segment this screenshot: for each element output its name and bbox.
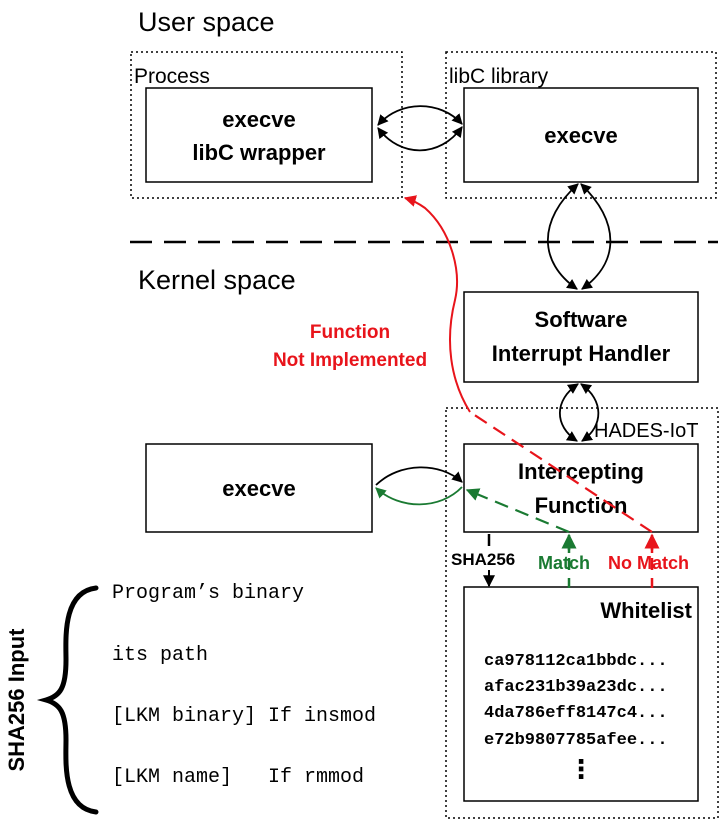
kernel-execve-box	[145, 443, 373, 533]
kernel-execve-label: execve	[222, 476, 295, 501]
handler-intercept-arrow-left	[558, 383, 579, 442]
interrupt-handler-box	[463, 291, 699, 383]
whitelist-hash-2: afac231b39a23dc...	[484, 678, 668, 697]
intercepting-function-box	[463, 443, 699, 533]
libc-library-label: libC library	[449, 65, 549, 88]
hades-iot-label: HADES-IoT	[594, 420, 698, 442]
intercepting-function-line1: Intercepting	[518, 459, 644, 484]
sha256-input-item-3: [LKM binary] If insmod	[112, 705, 376, 728]
wrapper-libc-arrow-bottom	[377, 126, 463, 152]
sha256-input-item-2: its path	[112, 644, 208, 667]
sha256-label: SHA256	[451, 550, 515, 569]
whitelist-hash-4: e72b9807785afee...	[484, 731, 668, 750]
sha256-input-brace	[36, 585, 99, 815]
whitelist-hash-1: ca978112ca1bbdc...	[484, 652, 668, 671]
function-not-implemented-arrow	[403, 195, 471, 413]
process-container	[130, 51, 403, 199]
libc-execve-label: execve	[544, 123, 617, 148]
no-match-label: No Match	[608, 553, 689, 573]
wrapper-libc-arrow-top	[377, 105, 463, 126]
process-label: Process	[134, 65, 210, 88]
whitelist-title: Whitelist	[600, 598, 692, 623]
interrupt-handler-line2: Interrupt Handler	[492, 341, 671, 366]
libc-wrapper-box	[145, 87, 373, 183]
user-space-label: User space	[138, 7, 275, 37]
function-not-implemented-line1: Function	[310, 322, 390, 343]
match-dashed-arrow	[465, 488, 570, 534]
match-to-execve-arrow	[375, 486, 463, 506]
intercept-execve-arrow	[375, 466, 463, 486]
interrupt-handler-line1: Software	[535, 307, 628, 332]
libc-wrapper-line1: execve	[222, 107, 295, 132]
sha256-input-item-4: [LKM name] If rmmod	[112, 766, 364, 789]
libc-wrapper-line2: libC wrapper	[192, 140, 326, 165]
match-label: Match	[538, 553, 590, 573]
no-match-dashed-line	[469, 411, 653, 533]
handler-intercept-arrow-right	[580, 383, 600, 442]
sha256-input-item-1: Program’s binary	[112, 582, 304, 605]
whitelist-ellipsis: ⋮	[568, 754, 594, 784]
function-not-implemented-line2: Not Implemented	[273, 350, 427, 371]
sha256-input-title: SHA256 Input	[4, 628, 29, 772]
libc-handler-arrow-left	[546, 183, 579, 290]
whitelist-hash-3: 4da786eff8147c4...	[484, 704, 668, 723]
libc-handler-arrow-right	[580, 183, 612, 290]
kernel-space-label: Kernel space	[138, 265, 296, 295]
whitelist-box	[463, 586, 699, 802]
libc-execve-box	[463, 87, 699, 183]
